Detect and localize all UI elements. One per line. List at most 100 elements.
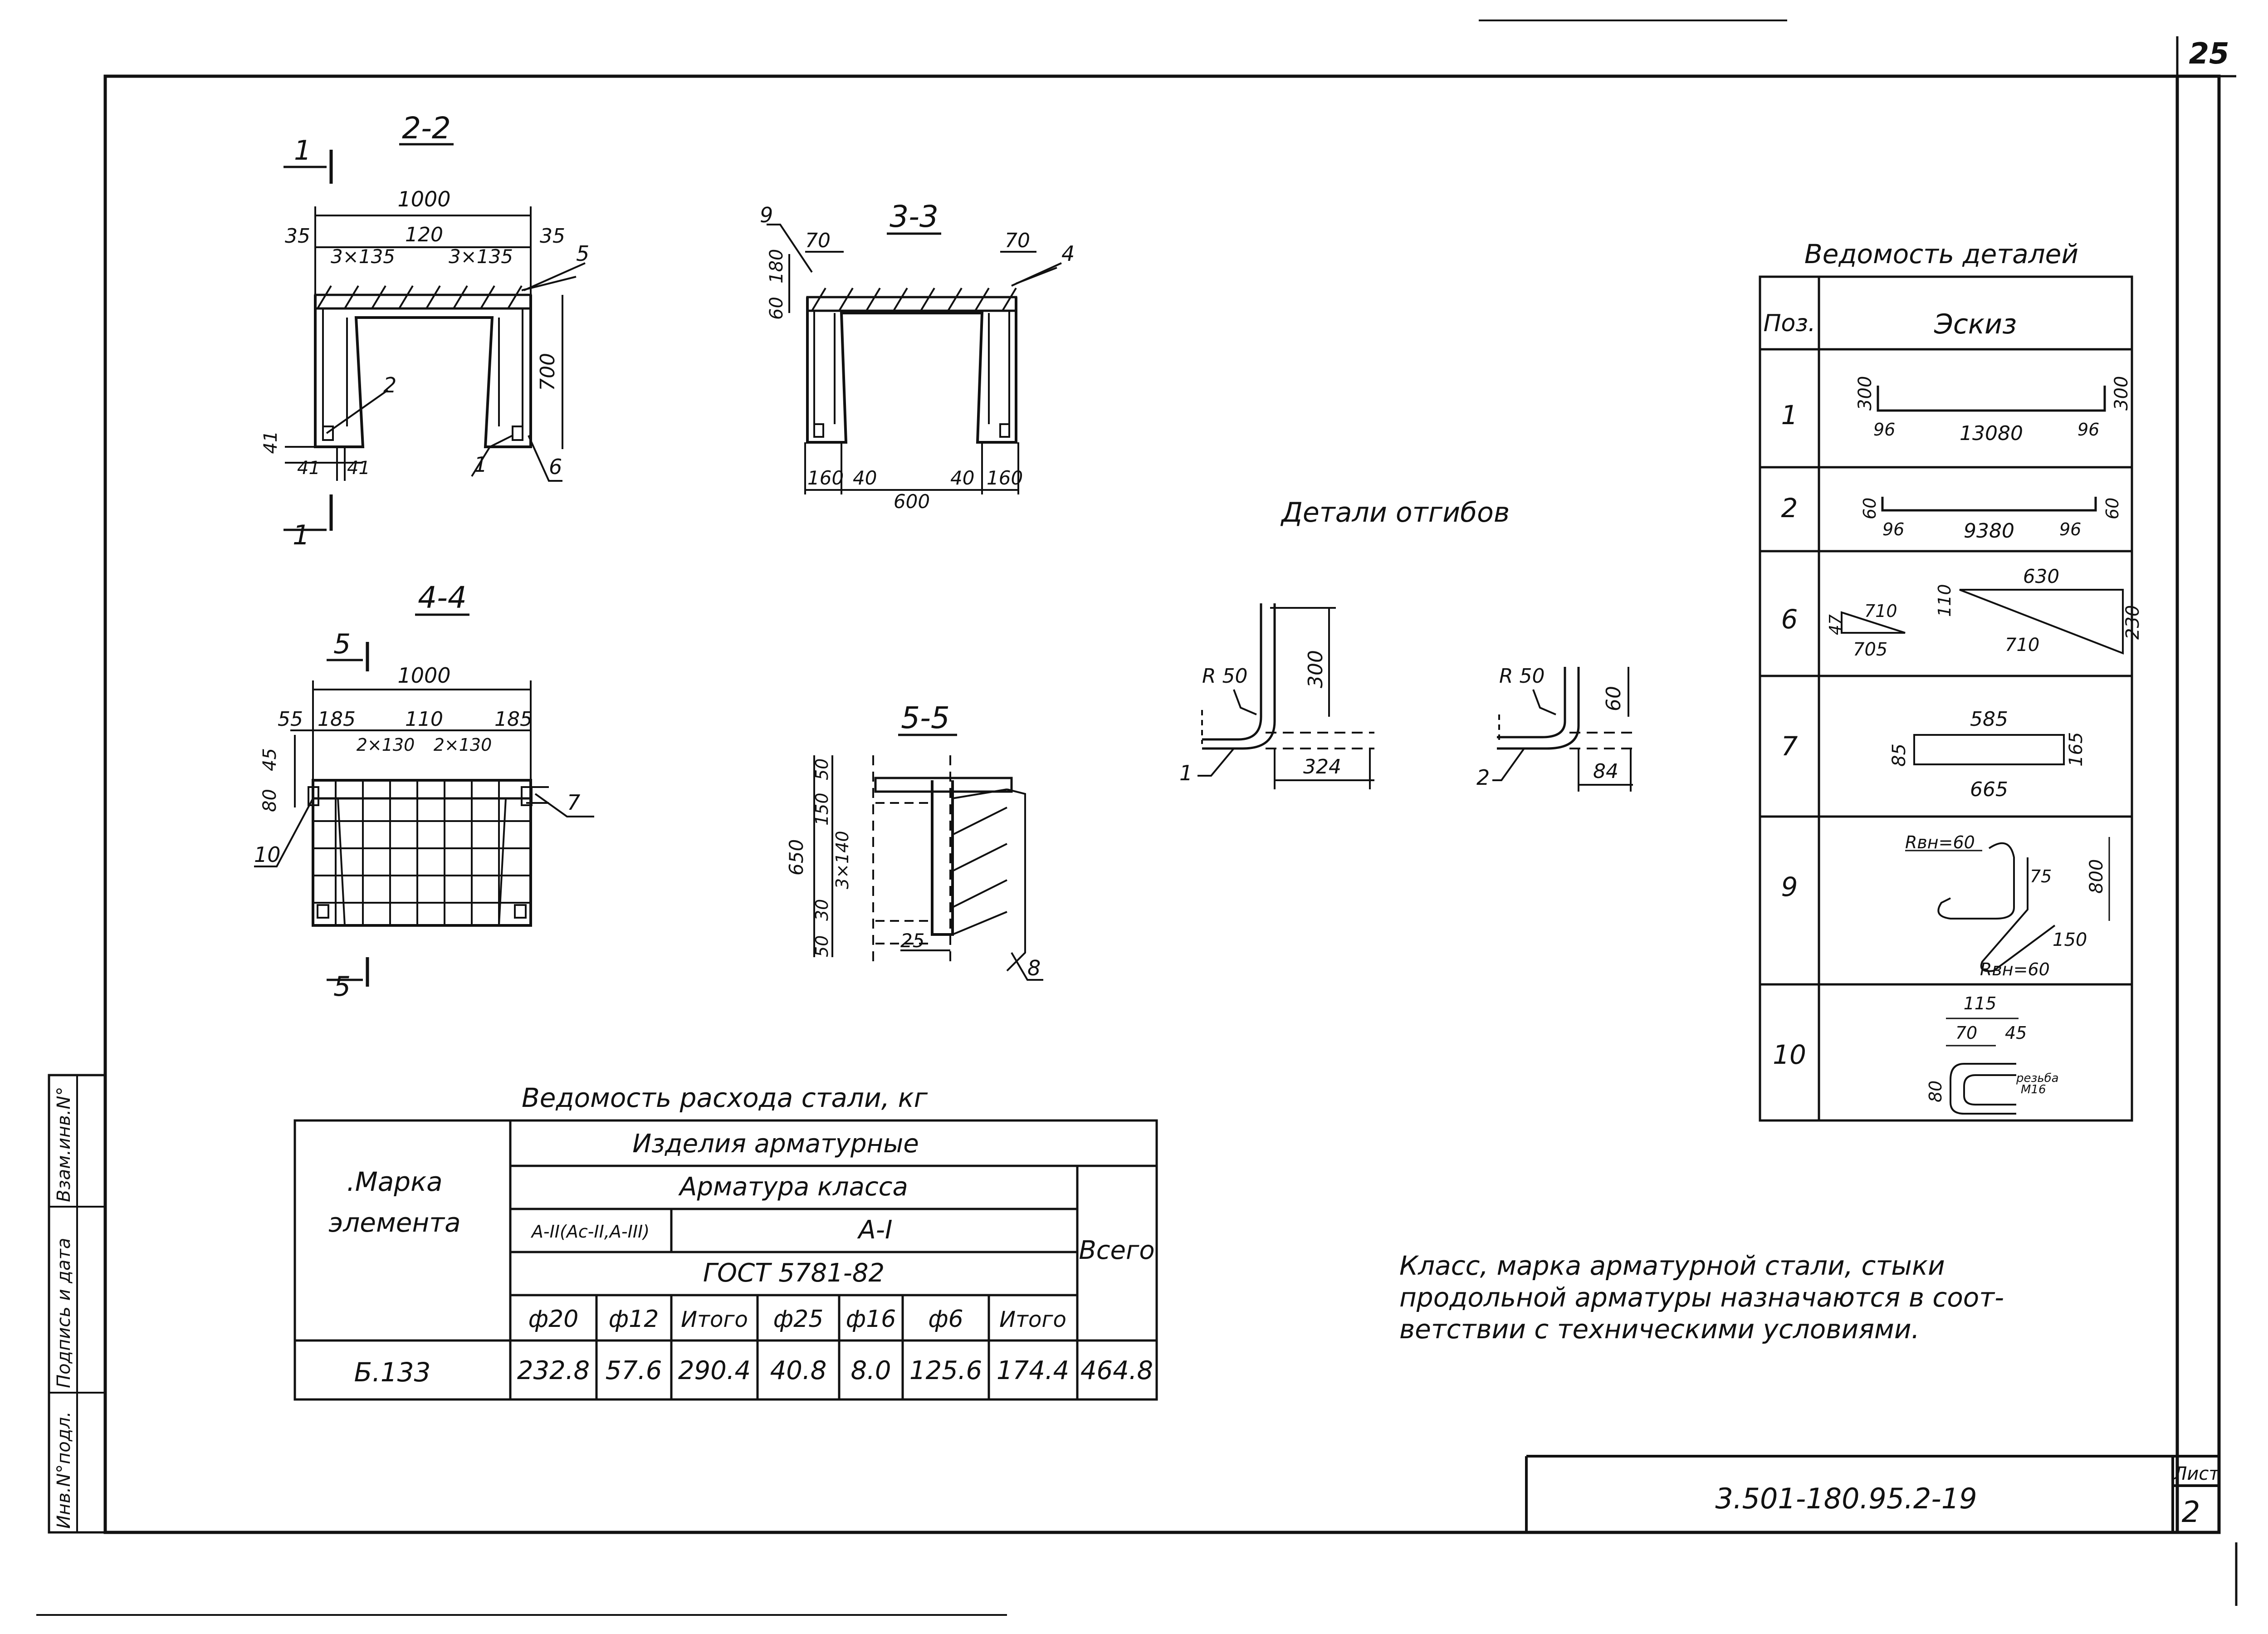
detail-row-1-pos: 1 (1781, 400, 1798, 431)
steel-val-f6: 125.6 (909, 1356, 982, 1385)
bend-details-title: Детали отгибов (1280, 497, 1510, 528)
d7-585: 585 (1970, 708, 2008, 731)
steel-header-mark: .Марка (347, 1166, 442, 1197)
dim-5-5-30: 30 (812, 899, 832, 921)
callout-5: 5 (576, 241, 589, 266)
steel-header-a2: А-II(Ас-II,А-III) (530, 1222, 650, 1242)
dim-3-3-left-70: 70 (805, 229, 831, 252)
stamp-vzam: Взам.инв.N° (54, 1087, 74, 1202)
d10-70: 70 (1955, 1023, 1977, 1043)
steel-table-title: Ведомость расхода стали, кг (522, 1082, 928, 1113)
bend-2-height: 60 (1602, 686, 1625, 711)
dim-3-3-160-right: 160 (987, 467, 1023, 489)
steel-val-subtotal-1: 290.4 (678, 1356, 751, 1385)
note-line-2: продольной арматуры назначаются в соот- (1399, 1282, 2004, 1313)
dim-5-5-25: 25 (900, 930, 924, 952)
callout-7: 7 (567, 790, 580, 815)
section-4-4-title: 4-4 (418, 580, 467, 615)
section-4-4: 4-4 5 5 1000 55 185 110 185 2×130 2×130 … (254, 580, 594, 1003)
d2-60-left: 60 (1860, 498, 1880, 519)
section-2-2-title: 2-2 (402, 111, 451, 146)
details-header-pos: Поз. (1763, 310, 1815, 337)
dim-5-5-3x140: 3×140 (832, 831, 852, 889)
page-number: 25 (2189, 37, 2229, 71)
d7-165: 165 (2066, 732, 2087, 767)
section-5-5-title: 5-5 (901, 700, 950, 735)
callout-2: 2 (383, 373, 396, 397)
cut-5-bottom: 5 (333, 971, 351, 1003)
d6-230: 230 (2122, 605, 2143, 640)
d2-96-left: 96 (1882, 519, 1904, 539)
dim-3-3-60: 60 (766, 297, 787, 320)
steel-row-mark: Б.133 (354, 1357, 431, 1388)
detail-row-7-pos: 7 (1781, 731, 1798, 762)
bend-1-radius: R 50 (1202, 665, 1248, 688)
d10-80: 80 (1926, 1081, 1945, 1102)
bend-details: Детали отгибов 300 R 50 324 1 60 R 50 84… (1179, 497, 1633, 792)
cut-5-top: 5 (333, 628, 351, 660)
details-table: Ведомость деталей Поз. Эскиз 1 300 96 13… (1759, 239, 2143, 1122)
section-3-3-title: 3-3 (890, 199, 938, 234)
detail-row-9-pos: 9 (1781, 871, 1798, 902)
dim-3-3-180: 180 (766, 249, 787, 284)
callout-10: 10 (254, 842, 281, 867)
dim-2-2-height: 700 (536, 353, 559, 391)
steel-header-element: элемента (328, 1207, 460, 1238)
d6-710: 710 (2005, 635, 2039, 656)
stamp-podpis: Подпись и дата (54, 1238, 74, 1388)
d6-47: 47 (1826, 614, 1845, 635)
note: Класс, марка арматурной стали, стыки про… (1399, 1250, 2004, 1345)
callout-9: 9 (760, 203, 773, 227)
steel-col-f12: ф12 (609, 1306, 659, 1333)
dim-5-5-50-bottom: 50 (812, 935, 832, 957)
steel-table: Ведомость расхода стали, кг Изделия арма… (293, 1082, 1158, 1401)
dim-4-4-width: 1000 (397, 663, 450, 688)
bend-2-radius: R 50 (1499, 665, 1545, 688)
detail-row-10-pos: 10 (1773, 1039, 1806, 1070)
callout-6: 6 (549, 455, 562, 479)
steel-header-class: Арматура класса (678, 1172, 908, 1202)
steel-col-f20: ф20 (528, 1306, 579, 1333)
d1-300-right: 300 (2111, 376, 2132, 411)
dim-3-3-40-right: 40 (950, 467, 974, 489)
title-block-code: 3.501-180.95.2-19 (1715, 1482, 1977, 1515)
d1-length: 13080 (1960, 422, 2023, 445)
dim-4-4-185-left: 185 (318, 708, 356, 731)
d1-96-right: 96 (2077, 420, 2099, 440)
bend-2-callout: 2 (1476, 765, 1490, 790)
d7-665: 665 (1970, 778, 2008, 801)
dim-5-5-150: 150 (812, 793, 832, 826)
detail-row-2-pos: 2 (1781, 493, 1798, 523)
section-3-3: 3-3 70 70 60 180 160 40 40 160 600 9 4 (760, 199, 1075, 513)
cut-1-top: 1 (294, 135, 311, 166)
details-header-sketch: Эскиз (1934, 308, 2017, 340)
d10-thread: резьба (2016, 1071, 2059, 1085)
steel-val-total: 464.8 (1080, 1356, 1153, 1385)
callout-8: 8 (1027, 956, 1041, 980)
bend-1-length: 324 (1303, 755, 1341, 778)
dim-5-5-650: 650 (785, 839, 807, 876)
sheet-frame (103, 36, 2236, 1534)
d7-85: 85 (1889, 744, 1910, 767)
steel-header-total: Всего (1079, 1236, 1154, 1265)
d6-110: 110 (1935, 584, 1955, 617)
stamp-inv-podl: Инв.N°подл. (54, 1411, 74, 1529)
d9-75: 75 (2030, 866, 2052, 886)
dim-2-2-bottom-left: 41 (297, 458, 320, 479)
steel-header-a1: А-I (857, 1215, 892, 1245)
bend-1-height: 300 (1304, 650, 1327, 688)
steel-col-f16: ф16 (846, 1306, 896, 1333)
dim-4-4-spacing-left: 2×130 (357, 735, 415, 755)
section-5-5: 5-5 50 150 650 3×140 30 50 25 8 (785, 700, 1043, 981)
note-line-3: ветствии с техническими условиями. (1399, 1314, 1920, 1345)
dim-4-4-45: 45 (259, 748, 280, 771)
details-table-title: Ведомость деталей (1804, 239, 2078, 269)
dim-2-2-cover: 41 (260, 431, 281, 454)
d9-rvn-top: Rвн=60 (1905, 832, 1975, 852)
d2-length: 9380 (1964, 519, 2014, 543)
dim-4-4-spacing-right: 2×130 (434, 735, 492, 755)
steel-col-subtotal-2: Итого (999, 1307, 1066, 1332)
steel-header-gost: ГОСТ 5781-82 (703, 1258, 885, 1288)
title-block: 3.501-180.95.2-19 Лист 2 (1525, 1455, 2220, 1532)
